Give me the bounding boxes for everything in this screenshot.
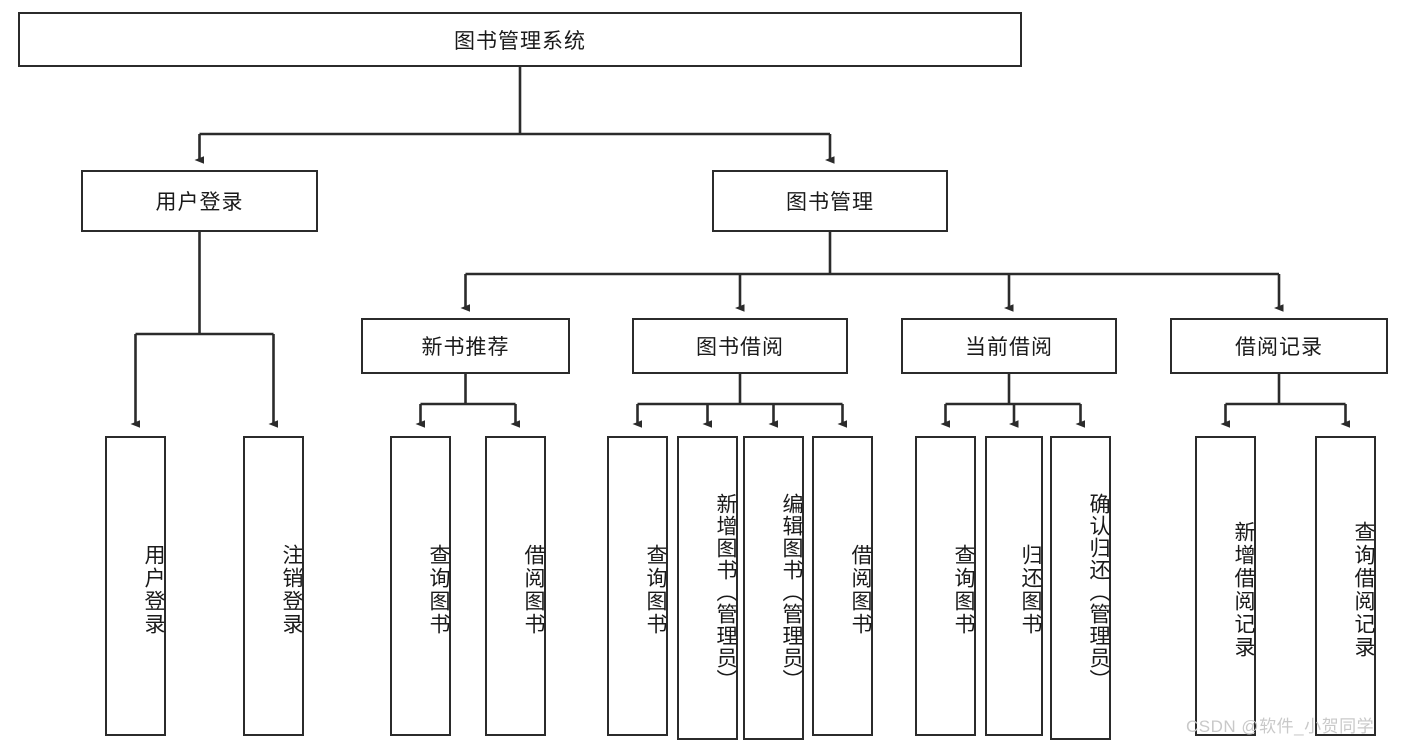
leaf-confirm-return-admin[interactable]: 确认归还（管理员） [1050, 436, 1111, 740]
node-borrow-record[interactable]: 借阅记录 [1170, 318, 1388, 374]
leaf-query-book-current[interactable]: 查询图书 [915, 436, 976, 736]
leaf-add-book-admin[interactable]: 新增图书（管理员） [677, 436, 738, 740]
leaf-logout-login[interactable]: 注销登录 [243, 436, 304, 736]
node-book-management[interactable]: 图书管理 [712, 170, 948, 232]
leaf-return-book[interactable]: 归还图书 [985, 436, 1043, 736]
node-root[interactable]: 图书管理系统 [18, 12, 1022, 67]
node-current-borrow[interactable]: 当前借阅 [901, 318, 1117, 374]
leaf-edit-book-admin[interactable]: 编辑图书（管理员） [743, 436, 804, 740]
leaf-borrow-book-recommend[interactable]: 借阅图书 [485, 436, 546, 736]
leaf-query-borrow-record[interactable]: 查询借阅记录 [1315, 436, 1376, 736]
node-new-book-recommend[interactable]: 新书推荐 [361, 318, 570, 374]
leaf-query-book-borrow[interactable]: 查询图书 [607, 436, 668, 736]
leaf-user-login[interactable]: 用户登录 [105, 436, 166, 736]
leaf-query-book-recommend[interactable]: 查询图书 [390, 436, 451, 736]
leaf-borrow-book[interactable]: 借阅图书 [812, 436, 873, 736]
node-user-login[interactable]: 用户登录 [81, 170, 318, 232]
node-book-borrow[interactable]: 图书借阅 [632, 318, 848, 374]
watermark: CSDN @软件_小贺同学 [1186, 717, 1375, 736]
leaf-add-borrow-record[interactable]: 新增借阅记录 [1195, 436, 1256, 736]
